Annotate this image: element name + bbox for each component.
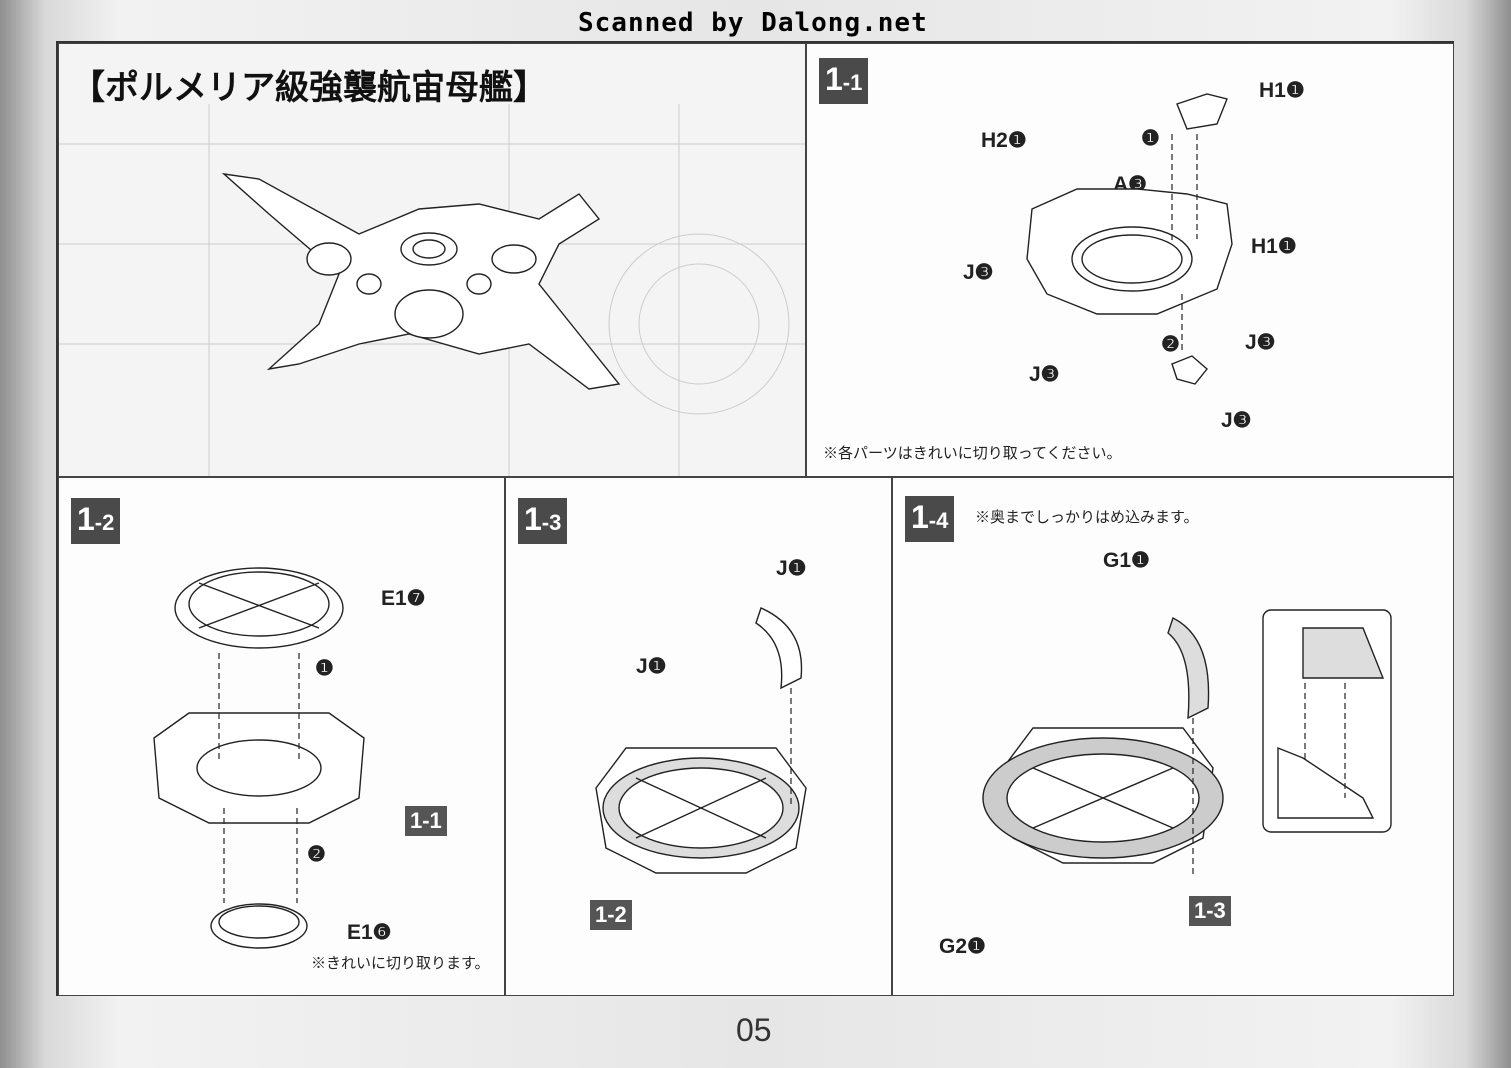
part-label-j1-top: J❶ [776,557,807,580]
step-marker-2: ❷ [1161,333,1180,356]
part-label-j-right: J❸ [1245,331,1276,354]
step-1-4-panel: 1-4 ※奥までしっかりはめ込みます。 G1❶ G2❶ 1-3 [892,477,1454,996]
part-label-h1-top: H1❶ [1259,79,1305,102]
instruction-note: ※奥までしっかりはめ込みます。 [975,509,1199,526]
part-label-h2: H2❶ [981,129,1027,152]
reference-badge: 1-2 [590,900,632,930]
step-marker-1: ❶ [1141,127,1160,150]
step-number: 1 [77,501,95,537]
step-number: 1 [524,501,542,537]
instruction-frame: 【ポルメリア級強襲航宙母艦】 1-1 H1❶ H2❶ A [56,41,1454,996]
page-title: 【ポルメリア級強襲航宙母艦】 [71,68,547,108]
assembly-diagram-1-4 [982,609,1392,878]
reference-badge: 1-3 [1189,896,1231,926]
part-label-e1-6: E1❻ [347,921,392,944]
step-badge: 1-4 [905,496,955,542]
step-marker-1: ❶ [315,657,334,680]
step-number: 1 [911,499,929,535]
instruction-note: ※各パーツはきれいに切り取ってください。 [823,445,1122,462]
step-1-3-panel: 1-3 J❶ J❶ 1-2 [505,477,892,996]
part-label-h1-right: H1❶ [1251,235,1297,258]
step-badge: 1-2 [71,498,121,544]
step-subnumber: -3 [541,510,562,535]
step-number: 1 [825,61,843,97]
ship-illustration [59,104,805,476]
part-label-j-left: J❸ [963,261,994,284]
part-label-g2: G2❶ [939,935,986,958]
assembly-diagram-1-2 [153,567,365,949]
scanner-watermark: Scanned by Dalong.net [578,8,928,38]
step-1-2-panel: 1-2 E1❼ E1❻ 1-1 ❶ ❷ ※きれいに切り取ります。 [58,477,505,996]
ship-overview-panel: 【ポルメリア級強襲航宙母艦】 [58,43,806,477]
step-badge: 1-1 [819,58,869,104]
step-1-1-panel: 1-1 H1❶ H2❶ A❸ H1❶ J❸ J❸ J❸ J❸ ❶ ❷ ※各パーツ… [806,43,1454,477]
reference-badge: 1-1 [405,806,447,836]
part-label-j1-left: J❶ [636,655,667,678]
step-subnumber: -4 [928,508,949,533]
part-label-g1: G1❶ [1103,549,1150,572]
step-subnumber: -2 [94,510,115,535]
step-badge: 1-3 [518,498,568,544]
step-subnumber: -1 [842,70,863,95]
step-marker-2: ❷ [307,843,326,866]
page-number: 05 [736,1012,772,1048]
part-label-e1-7: E1❼ [381,587,426,610]
assembly-diagram-1-3 [595,607,807,874]
part-label-j-bottom-left: J❸ [1029,363,1060,386]
instruction-note: ※きれいに切り取ります。 [311,955,490,972]
part-label-j-bottom-right: J❸ [1221,409,1252,432]
assembly-diagram-1-1 [1026,93,1233,385]
